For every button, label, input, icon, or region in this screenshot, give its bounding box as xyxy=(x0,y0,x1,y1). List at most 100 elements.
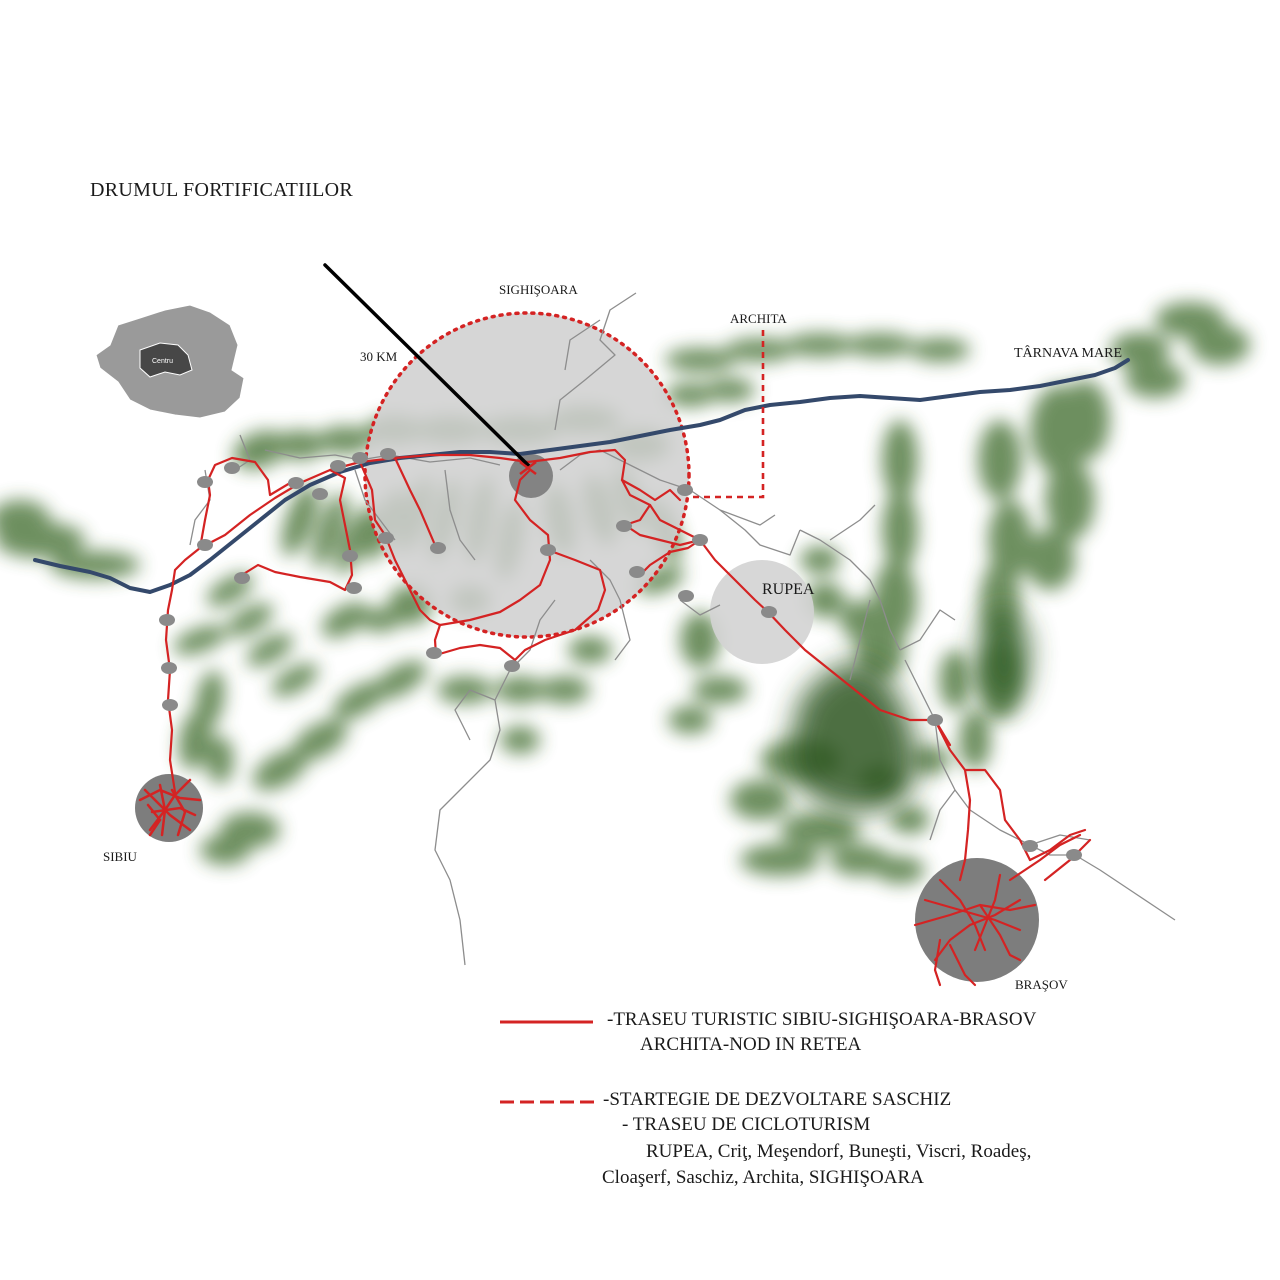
village-node xyxy=(678,590,694,602)
forest-patch xyxy=(800,546,840,574)
village-node xyxy=(430,542,446,554)
legend-solid-line1: -TRASEU TURISTIC SIBIU-SIGHIŞOARA-BRASOV xyxy=(607,1009,1037,1030)
village-node xyxy=(761,606,777,618)
forest-patch xyxy=(882,420,918,500)
forest-patch xyxy=(271,663,319,697)
label-archita: ARCHITA xyxy=(730,311,787,326)
forest-patch xyxy=(668,706,712,734)
forest-patch xyxy=(680,612,720,668)
forest-patch xyxy=(206,573,254,607)
village-nodes xyxy=(159,448,1082,861)
sibiu-city-disc xyxy=(135,774,203,842)
forest-patch xyxy=(665,383,715,407)
forest-patch xyxy=(226,603,274,637)
village-node xyxy=(352,452,368,464)
forest-patch xyxy=(805,582,845,618)
forest-patch xyxy=(845,333,915,357)
forest-patch xyxy=(730,780,790,820)
forest-patch xyxy=(830,844,890,876)
label-sibiu: SIBIU xyxy=(103,849,137,864)
label-brasov: BRAŞOV xyxy=(1015,977,1068,992)
forest-patch xyxy=(178,710,212,770)
sibiu-street-network xyxy=(138,778,202,837)
forest-patch xyxy=(882,490,918,570)
village-node xyxy=(224,462,240,474)
forest-patch xyxy=(360,608,400,632)
village-node xyxy=(616,520,632,532)
forest-patch xyxy=(959,710,991,770)
village-node xyxy=(161,662,177,674)
tarnava-mare-river xyxy=(33,358,1130,594)
forest-patch xyxy=(0,500,50,540)
sighisoara-city-disc xyxy=(509,454,553,498)
forest-patch xyxy=(890,806,930,834)
forest-patch xyxy=(373,660,427,700)
village-node xyxy=(426,647,442,659)
forest-patch xyxy=(705,378,755,402)
forest-patch xyxy=(785,333,855,357)
forest-patch xyxy=(317,426,373,454)
forest-patch xyxy=(988,500,1032,580)
forest-patch xyxy=(692,676,748,704)
label-tarnava-mare: TÂRNAVA MARE xyxy=(1014,346,1123,361)
forest-patch xyxy=(780,812,860,848)
tourist-route xyxy=(164,448,1087,882)
brasov-street-network xyxy=(913,833,1092,987)
forest-patch xyxy=(252,749,308,791)
forest-patch xyxy=(500,726,540,754)
legend-solid-line2: ARCHITA-NOD IN RETEA xyxy=(640,1034,862,1055)
forest-patch xyxy=(568,636,612,664)
forest-patch xyxy=(725,338,795,362)
inset-region-label: Centru xyxy=(152,358,173,365)
village-node xyxy=(629,566,645,578)
village-node xyxy=(312,488,328,500)
village-node xyxy=(330,460,346,472)
village-node xyxy=(346,582,362,594)
forest-patch xyxy=(437,676,493,704)
village-node xyxy=(378,532,394,544)
village-node xyxy=(1066,849,1082,861)
forest-patch xyxy=(312,492,348,568)
forest-patch xyxy=(1190,325,1250,365)
legend-dashed-line4: Cloaşerf, Saschiz, Archita, SIGHIŞOARA xyxy=(602,1167,924,1188)
forest-patch xyxy=(540,676,590,704)
village-node xyxy=(927,714,943,726)
village-node xyxy=(288,477,304,489)
forest-patch xyxy=(495,676,545,704)
forest-patch xyxy=(50,551,140,579)
forest-patch xyxy=(873,560,917,640)
village-node xyxy=(677,484,693,496)
forest-patch xyxy=(1060,380,1110,460)
forest-patch xyxy=(910,746,950,774)
forest-patch xyxy=(875,856,925,884)
road-network xyxy=(189,292,1176,966)
label-radius-30km: 30 KM xyxy=(360,349,398,364)
legend-dashed-line1: -STARTEGIE DE DEZVOLTARE SASCHIZ xyxy=(603,1089,952,1110)
forest-patch xyxy=(1110,332,1170,368)
legend-dashed-line2: - TRASEU DE CICLOTURISM xyxy=(622,1114,871,1135)
forest-patch xyxy=(275,430,325,460)
radius-30km-circle xyxy=(363,311,691,639)
village-node xyxy=(1022,840,1038,852)
village-node xyxy=(159,614,175,626)
forest-dense-layer xyxy=(788,610,1030,812)
village-node xyxy=(162,699,178,711)
forest-patch xyxy=(665,348,735,372)
legend-dashed-line3: RUPEA, Criţ, Meşendorf, Buneşti, Viscri,… xyxy=(646,1141,1032,1162)
forest-patch xyxy=(281,483,319,557)
forest-patch xyxy=(173,625,227,655)
village-node xyxy=(380,448,396,460)
sighisoara-cross-marker xyxy=(519,461,537,475)
forest-patch xyxy=(1025,530,1075,590)
village-node xyxy=(342,550,358,562)
forest-patch xyxy=(321,602,369,638)
label-rupea: RUPEA xyxy=(762,581,815,598)
forest-patch xyxy=(740,844,820,876)
pointer-line xyxy=(323,263,531,468)
inset-centru-region xyxy=(139,342,193,378)
village-node xyxy=(197,476,213,488)
forest-patch xyxy=(1125,362,1185,398)
forest-patch xyxy=(206,736,234,784)
